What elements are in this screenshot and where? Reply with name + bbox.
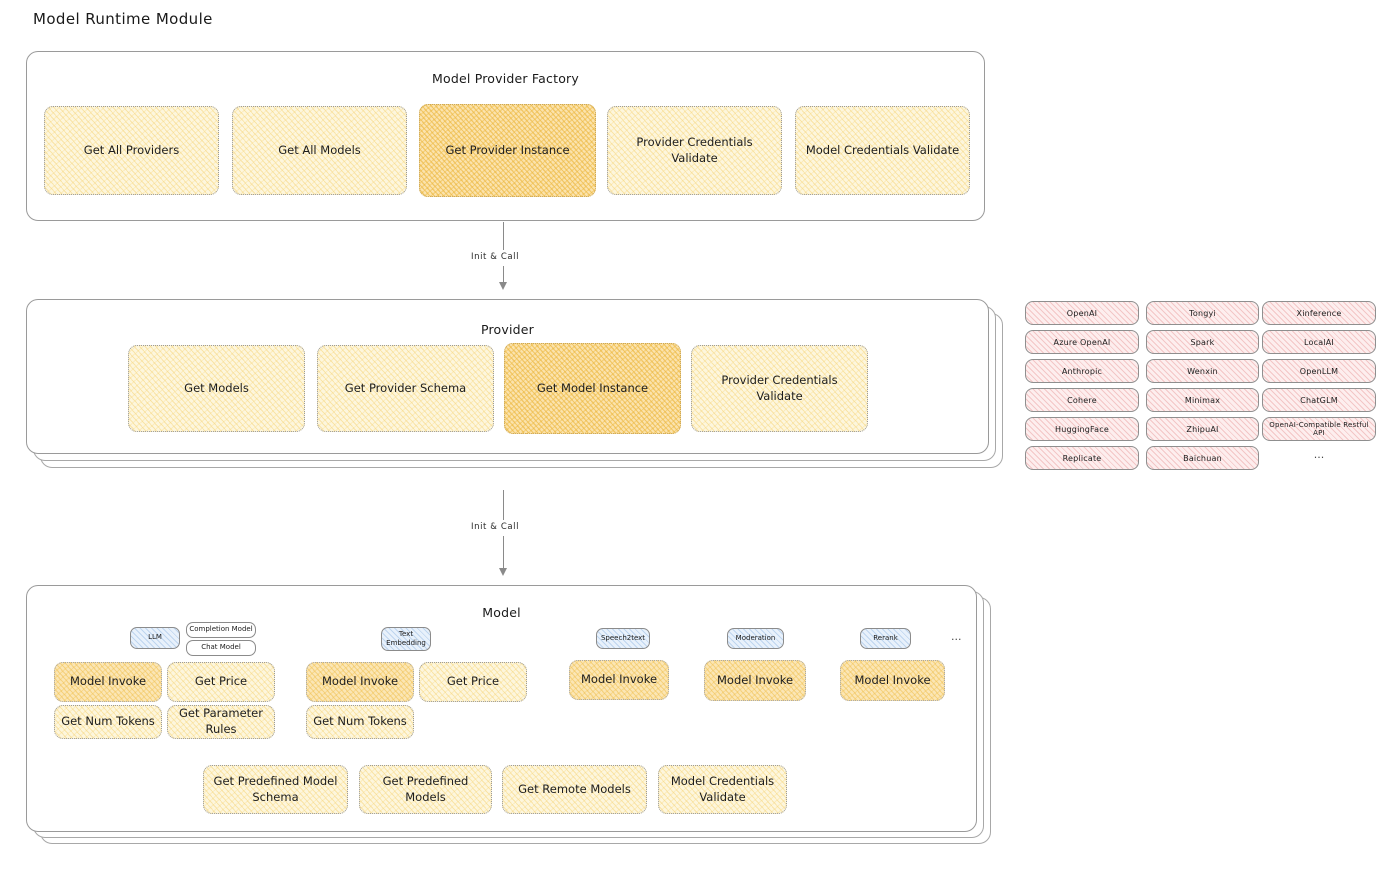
arrow-label-init-and-call: Init & Call	[468, 522, 523, 532]
model-shared-get-remote-models[interactable]: Get Remote Models	[502, 765, 647, 814]
arrow-head	[499, 282, 507, 290]
arrow-line	[503, 222, 504, 250]
arrow-line	[503, 490, 504, 520]
model-method-llm-get-parameter-rules[interactable]: Get Parameter Rules	[167, 705, 275, 739]
provider-tag-azure-openai[interactable]: Azure OpenAI	[1025, 330, 1139, 354]
provider-tag-openai-compatible-restful-api[interactable]: OpenAI-Compatible Restful API	[1262, 417, 1376, 441]
model-method-text-embedding-get-price[interactable]: Get Price	[419, 662, 527, 702]
model-type-badge-moderation[interactable]: Moderation	[727, 628, 784, 649]
model-provider-factory-title: Model Provider Factory	[431, 71, 579, 86]
model-subtype-badge-completion-model[interactable]: Completion Model	[186, 622, 256, 638]
model-method-speech2text-model-invoke[interactable]: Model Invoke	[569, 660, 669, 700]
provider-tag-baichuan[interactable]: Baichuan	[1146, 446, 1259, 470]
factory-node-provider-credentials-validate[interactable]: Provider Credentials Validate	[607, 106, 782, 195]
provider-node-get-provider-schema[interactable]: Get Provider Schema	[317, 345, 494, 432]
provider-tag-huggingface[interactable]: HuggingFace	[1025, 417, 1139, 441]
factory-node-get-provider-instance[interactable]: Get Provider Instance	[419, 104, 596, 197]
factory-node-get-all-providers[interactable]: Get All Providers	[44, 106, 219, 195]
provider-node-get-model-instance[interactable]: Get Model Instance	[504, 343, 681, 434]
model-shared-model-credentials-validate[interactable]: Model Credentials Validate	[658, 765, 787, 814]
provider-tag-wenxin[interactable]: Wenxin	[1146, 359, 1259, 383]
provider-node-get-models[interactable]: Get Models	[128, 345, 305, 432]
provider-tag-minimax[interactable]: Minimax	[1146, 388, 1259, 412]
provider-tag-openai[interactable]: OpenAI	[1025, 301, 1139, 325]
model-title: Model	[482, 605, 521, 620]
model-method-llm-get-price[interactable]: Get Price	[167, 662, 275, 702]
provider-tag-cohere[interactable]: Cohere	[1025, 388, 1139, 412]
model-types-more-ellipsis: ...	[951, 630, 962, 643]
factory-node-model-credentials-validate[interactable]: Model Credentials Validate	[795, 106, 970, 195]
model-type-badge-text-embedding[interactable]: Text Embedding	[381, 627, 431, 651]
model-method-llm-model-invoke[interactable]: Model Invoke	[54, 662, 162, 702]
model-method-rerank-model-invoke[interactable]: Model Invoke	[840, 660, 945, 701]
model-shared-get-predefined-model-schema[interactable]: Get Predefined Model Schema	[203, 765, 348, 814]
provider-tag-openllm[interactable]: OpenLLM	[1262, 359, 1376, 383]
arrow-provider-to-model: Init & Call	[460, 490, 550, 585]
page-title: Model Runtime Module	[33, 10, 213, 28]
provider-tag-tongyi[interactable]: Tongyi	[1146, 301, 1259, 325]
model-method-text-embedding-model-invoke[interactable]: Model Invoke	[306, 662, 414, 702]
provider-tag-replicate[interactable]: Replicate	[1025, 446, 1139, 470]
arrow-line-lower	[503, 536, 504, 570]
provider-tag-zhipuai[interactable]: ZhipuAI	[1146, 417, 1259, 441]
arrow-head	[499, 568, 507, 576]
provider-tag-xinference[interactable]: Xinference	[1262, 301, 1376, 325]
factory-node-get-all-models[interactable]: Get All Models	[232, 106, 407, 195]
model-shared-get-predefined-models[interactable]: Get Predefined Models	[359, 765, 492, 814]
provider-tag-chatglm[interactable]: ChatGLM	[1262, 388, 1376, 412]
provider-tag-localai[interactable]: LocalAI	[1262, 330, 1376, 354]
model-type-badge-speech2text[interactable]: Speech2text	[596, 628, 650, 649]
model-method-llm-get-num-tokens[interactable]: Get Num Tokens	[54, 705, 162, 739]
provider-tag-spark[interactable]: Spark	[1146, 330, 1259, 354]
model-subtype-badge-chat-model[interactable]: Chat Model	[186, 640, 256, 656]
provider-tag-anthropic[interactable]: Anthropic	[1025, 359, 1139, 383]
model-method-moderation-model-invoke[interactable]: Model Invoke	[704, 660, 806, 701]
arrow-label-init-and-call: Init & Call	[468, 252, 523, 262]
arrow-factory-to-provider: Init & Call	[460, 222, 550, 292]
provider-node-provider-credentials-validate[interactable]: Provider Credentials Validate	[691, 345, 868, 432]
provider-tags-more-ellipsis: ...	[1313, 448, 1325, 461]
model-method-text-embedding-get-num-tokens[interactable]: Get Num Tokens	[306, 705, 414, 739]
model-type-badge-rerank[interactable]: Rerank	[860, 628, 911, 649]
model-type-badge-llm[interactable]: LLM	[130, 627, 180, 649]
provider-title: Provider	[480, 322, 535, 337]
arrow-line-lower	[503, 266, 504, 284]
